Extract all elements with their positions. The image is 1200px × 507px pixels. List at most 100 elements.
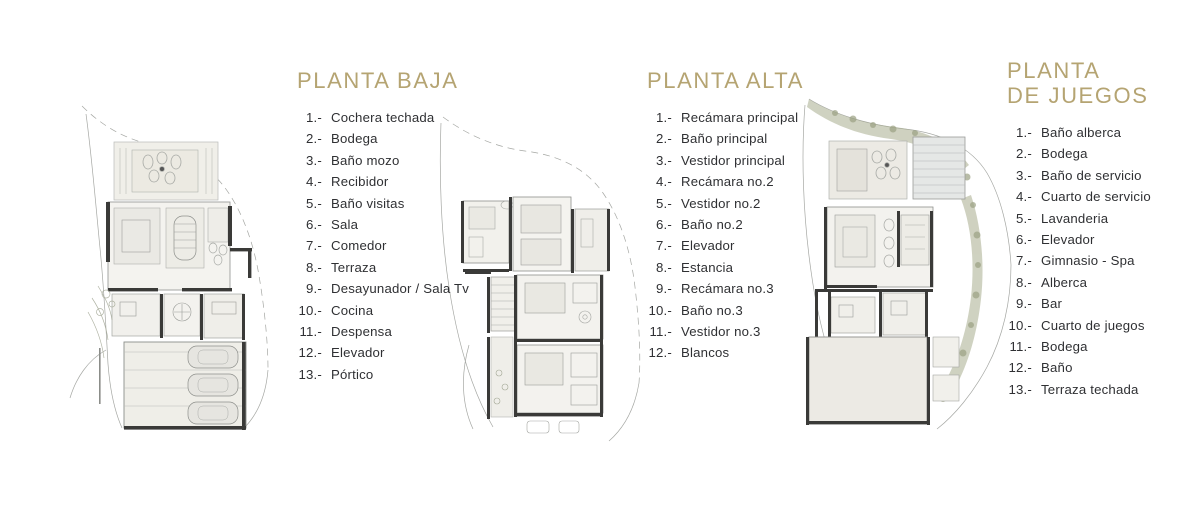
- list-item-label: Baño visitas: [331, 195, 405, 211]
- list-item-number: 3.-: [656, 152, 672, 168]
- legend-title-planta-baja: PLANTA BAJA: [297, 68, 459, 93]
- list-item-label: Bodega: [1041, 339, 1088, 355]
- list-item-number: 9.-: [1016, 296, 1032, 312]
- list-item-number: 10.-: [1008, 317, 1032, 333]
- list-item-number: 4.-: [656, 174, 672, 190]
- list-item-number: 13.-: [1008, 381, 1032, 397]
- list-item: 6.- Baño no.2: [647, 214, 804, 235]
- list-item-number: 4.-: [1016, 189, 1032, 205]
- list-item: 12.- Blancos: [647, 342, 804, 363]
- list-item: 10.- Cocina: [297, 300, 469, 321]
- list-item-number: 6.-: [306, 217, 322, 233]
- list-item-number: 10.-: [648, 302, 672, 318]
- fixtures: [526, 420, 580, 434]
- list-item: 2.- Bodega: [297, 128, 469, 149]
- list-item-number: 2.-: [306, 131, 322, 147]
- list-item-number: 7.-: [306, 238, 322, 254]
- list-item-label: Lavanderia: [1041, 210, 1109, 226]
- list-item: 10.-Cuarto de juegos: [1007, 315, 1151, 336]
- list-item: 1.- Recámara principal: [647, 107, 804, 128]
- list-item: 13.- Pórtico: [297, 364, 469, 385]
- list-item: 4.- Recibidor: [297, 171, 469, 192]
- list-item: 11.-Despensa: [297, 321, 469, 342]
- legend-list-planta-baja: 1.-Cochera techada 2.-Bodega 3.-Baño moz…: [297, 107, 469, 385]
- list-item-label: Baño de servicio: [1041, 167, 1142, 183]
- list-item-label: Gimnasio - Spa: [1041, 253, 1135, 269]
- corridor-strip: [487, 336, 514, 419]
- list-item-label: Baño: [1041, 360, 1073, 376]
- list-item-label: Baño no.2: [681, 217, 743, 233]
- swimming-pool: [912, 136, 966, 200]
- left-landscape: [87, 285, 116, 359]
- list-item-number: 2.-: [1016, 146, 1032, 162]
- car-symbols: [187, 345, 239, 425]
- structural-walls: [106, 202, 252, 292]
- list-item: 10.- Baño no.3: [647, 300, 804, 321]
- list-item-number: 11.-: [299, 324, 322, 340]
- list-item-number: 12.-: [298, 345, 322, 361]
- list-item-label: Terraza techada: [1041, 381, 1139, 397]
- list-item-number: 11.-: [1009, 339, 1032, 355]
- list-item: 6.-Elevador: [1007, 229, 1151, 250]
- list-item-label: Bodega: [1041, 146, 1088, 162]
- list-item-number: 11.-: [649, 324, 672, 340]
- list-item-number: 9.-: [656, 281, 672, 297]
- list-item: 7.-Elevador: [647, 235, 804, 256]
- list-item-number: 1.-: [656, 110, 672, 125]
- title-line-2: DE JUEGOS: [1007, 83, 1149, 108]
- list-item: 12.- Elevador: [297, 342, 469, 363]
- title-line-1: PLANTA: [1007, 58, 1101, 83]
- list-item: 4.- Recámara no.2: [647, 171, 804, 192]
- list-item-label: Vestidor principal: [681, 152, 786, 168]
- list-item-number: 5.-: [656, 195, 672, 211]
- list-item-label: Blancos: [681, 345, 730, 361]
- list-item-number: 6.-: [656, 217, 672, 233]
- game-terrace: [806, 336, 960, 425]
- list-item-label: Recámara no.2: [681, 174, 774, 190]
- legend-title-planta-alta: PLANTA ALTA: [647, 68, 804, 93]
- list-item-label: Recámara no.3: [681, 281, 774, 297]
- list-item-number: 8.-: [656, 259, 672, 275]
- list-item-number: 3.-: [1016, 167, 1032, 183]
- list-item-label: Elevador: [331, 345, 385, 361]
- service-rooms: [815, 289, 933, 337]
- list-item: 4.- Cuarto de servicio: [1007, 186, 1151, 207]
- terrain-contours: [439, 116, 641, 442]
- list-item: 1.- Cochera techada: [297, 107, 469, 128]
- list-item: 11.-Vestidor no.3: [647, 321, 804, 342]
- list-item-number: 13.-: [298, 366, 322, 382]
- legend-list-planta-alta: 1.-Recámara principal 2.-Baño principal …: [647, 107, 804, 364]
- list-item: 5.-Lavanderia: [1007, 208, 1151, 229]
- list-item: 7.-Gimnasio - Spa: [1007, 250, 1151, 271]
- vegetation-strip: [807, 99, 983, 395]
- list-item-label: Recibidor: [331, 174, 389, 190]
- list-item: 5.-Vestidor no.2: [647, 193, 804, 214]
- upper-terrace: [113, 141, 219, 201]
- list-item-label: Pórtico: [331, 366, 374, 382]
- list-item-label: Alberca: [1041, 274, 1088, 290]
- list-item-label: Baño no.3: [681, 302, 743, 318]
- list-item-label: Recámara principal: [681, 110, 799, 125]
- list-item-label: Cocina: [331, 302, 374, 318]
- list-item-number: 1.-: [306, 110, 322, 125]
- list-item: 9.-Bar: [1007, 293, 1151, 314]
- list-item: 3.- Baño de servicio: [1007, 165, 1151, 186]
- list-item-number: 4.-: [306, 174, 322, 190]
- list-item-label: Bodega: [331, 131, 378, 147]
- list-item-number: 7.-: [656, 238, 672, 254]
- list-item-number: 3.-: [306, 152, 322, 168]
- service-band: [111, 293, 245, 340]
- planta-alta-drawing: [435, 105, 665, 450]
- legend-list-planta-de-juegos: 1.-Baño alberca 2.- Bodega 3.- Baño de ser…: [1007, 122, 1151, 400]
- list-item-number: 12.-: [648, 345, 672, 361]
- list-item: 1.-Baño alberca: [1007, 122, 1151, 143]
- list-item: 7.-Comedor: [297, 235, 469, 256]
- list-item-label: Terraza: [331, 259, 377, 275]
- list-item-label: Cuarto de servicio: [1041, 189, 1151, 205]
- list-item-label: Elevador: [1041, 232, 1095, 248]
- list-item-label: Desayunador / Sala Tv: [331, 281, 470, 297]
- list-item-label: Cochera techada: [331, 110, 435, 125]
- list-item-number: 2.-: [656, 131, 672, 147]
- list-item-number: 10.-: [298, 302, 322, 318]
